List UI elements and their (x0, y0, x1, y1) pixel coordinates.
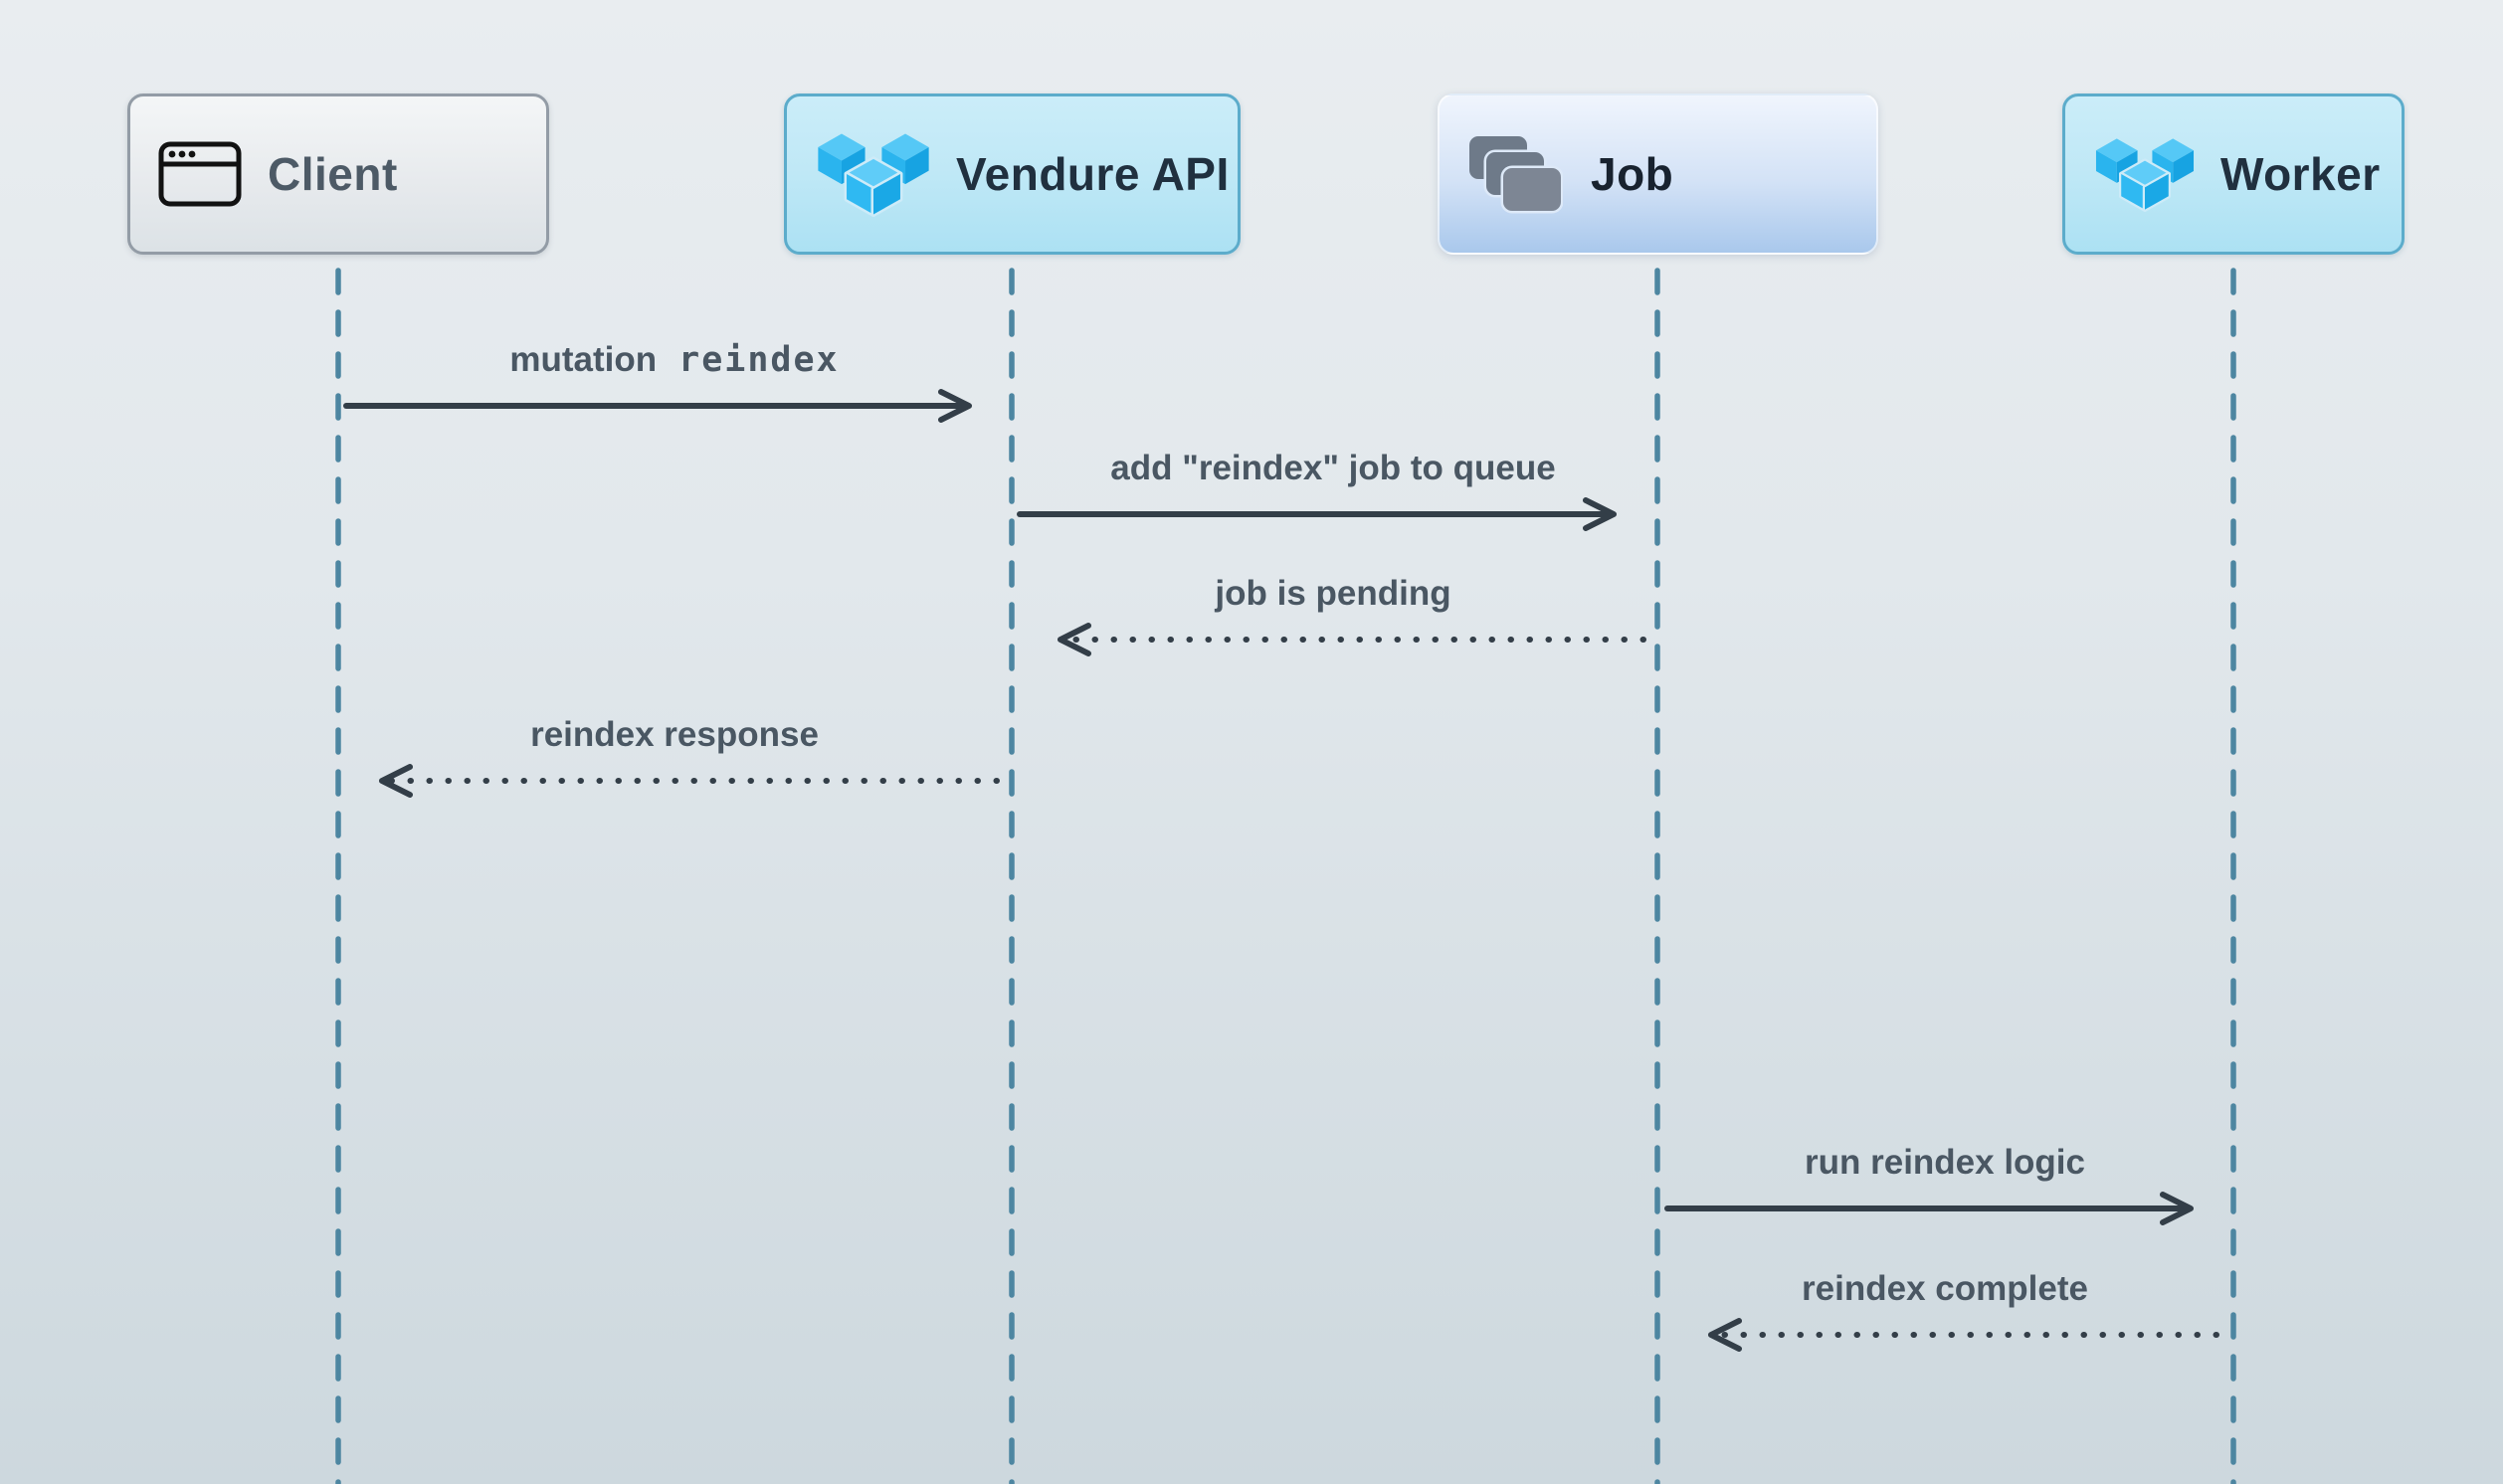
message-label-reindex-response: reindex response (530, 715, 819, 754)
actor-job-label: Job (1591, 148, 1674, 200)
message-label-reindex-complete: reindex complete (1802, 1269, 2088, 1308)
message-label-run-reindex-logic: run reindex logic (1805, 1143, 2085, 1182)
message-label-add-reindex-job: add "reindex" job to queue (1110, 449, 1556, 487)
stacked-cards-icon (1469, 136, 1563, 214)
actor-client: Client (127, 93, 549, 255)
actor-worker: Worker (2062, 93, 2405, 255)
vendure-logo-icon (818, 133, 929, 217)
vendure-logo-icon (2095, 138, 2195, 212)
inline-code: reindex (678, 340, 840, 380)
message-label-job-is-pending: job is pending (1215, 574, 1451, 613)
actor-client-label: Client (268, 148, 398, 200)
actor-worker-label: Worker (2220, 148, 2381, 200)
actor-vendure-api: Vendure API (784, 93, 1241, 255)
actor-vendure-api-label: Vendure API (956, 148, 1230, 200)
actor-job: Job (1438, 93, 1878, 255)
browser-window-icon (158, 141, 242, 207)
